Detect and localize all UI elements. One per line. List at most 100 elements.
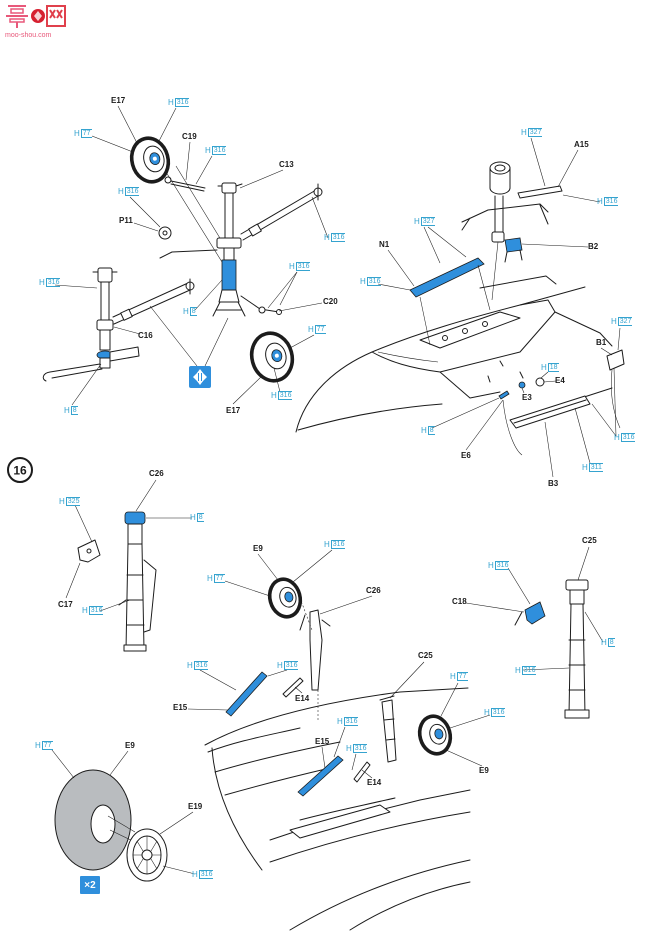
leader-line	[199, 669, 237, 691]
paint-code: 316	[330, 233, 346, 242]
part-label: E14	[295, 694, 310, 703]
leader-line	[99, 599, 131, 612]
leader-line	[584, 611, 604, 643]
paint-prefix: H	[601, 638, 607, 647]
wheel-e17-upper	[129, 136, 171, 184]
wheel-e17-lower	[249, 331, 295, 383]
paint-prefix: H	[414, 217, 420, 226]
part-a15	[517, 185, 563, 199]
leader-line	[117, 105, 139, 146]
leader-line	[239, 169, 284, 189]
wheel-guide-line	[165, 165, 227, 263]
leader-line	[162, 865, 196, 875]
quantity-badge: ×2	[80, 876, 100, 894]
part-label: E15	[173, 703, 188, 712]
part-label: C19	[182, 132, 197, 141]
paint-prefix: H	[421, 426, 427, 435]
leader-line	[377, 283, 411, 291]
part-label: E3	[522, 393, 532, 402]
part-label: A15	[574, 140, 589, 149]
paint-code: 316	[198, 870, 214, 879]
paint-prefix: H	[74, 129, 80, 138]
paint-code: 316	[343, 717, 359, 726]
paint-code: 316	[88, 606, 104, 615]
part-label: E9	[479, 766, 489, 775]
part-label: E4	[555, 376, 565, 385]
paint-code: 77	[456, 672, 468, 681]
paint-prefix: H	[35, 741, 41, 750]
paint-code: 77	[213, 574, 225, 583]
leader-line	[195, 155, 213, 185]
leader-line	[267, 669, 288, 677]
part-label: B2	[588, 242, 599, 251]
part-e14-upper	[282, 677, 304, 698]
paint-prefix: H	[190, 513, 196, 522]
leader-line	[135, 479, 157, 512]
paint-prefix: H	[582, 463, 588, 472]
paint-prefix: H	[192, 870, 198, 879]
leader-line	[591, 403, 617, 437]
leader-line	[445, 749, 483, 767]
leader-line	[54, 284, 98, 289]
part-e3	[518, 381, 526, 389]
paint-prefix: H	[308, 325, 314, 334]
part-label: E14	[367, 778, 382, 787]
leader-line	[522, 667, 570, 671]
logo-glyph-left	[6, 5, 28, 28]
part-b1	[606, 349, 625, 371]
paint-prefix: H	[597, 197, 603, 206]
leader-line	[294, 686, 303, 694]
leader-line	[351, 753, 357, 771]
part-e14-lower	[353, 761, 371, 783]
leader-line	[129, 196, 161, 228]
paint-code: 327	[527, 128, 543, 137]
part-label: C13	[279, 160, 294, 169]
paint-prefix: H	[207, 574, 213, 583]
part-label: C17	[58, 600, 73, 609]
paint-code: 316	[211, 146, 227, 155]
part-c18	[524, 601, 546, 625]
part-label: E17	[111, 96, 126, 105]
leader-line	[543, 380, 557, 383]
paint-prefix: H	[488, 561, 494, 570]
leader-line	[521, 243, 589, 248]
assembly-guide-line	[149, 305, 229, 367]
paint-prefix: H	[521, 128, 527, 137]
paint-prefix: H	[541, 363, 547, 372]
part-label: C25	[582, 536, 597, 545]
leader-line	[279, 271, 298, 306]
cockpit-pins	[487, 360, 524, 383]
paint-code: 77	[41, 741, 53, 750]
paint-prefix: H	[346, 744, 352, 753]
paint-prefix: H	[324, 233, 330, 242]
part-label: E9	[253, 544, 263, 553]
leader-line	[185, 141, 191, 181]
part-label: E6	[461, 451, 471, 460]
leader-line	[617, 327, 621, 351]
leader-line	[91, 135, 134, 153]
leader-line	[521, 387, 525, 394]
paint-code: 327	[617, 317, 633, 326]
leader-line	[540, 371, 549, 379]
leader-line	[157, 107, 177, 144]
paint-code: 316	[521, 666, 537, 675]
paint-prefix: H	[183, 307, 189, 316]
paint-code: 316	[124, 187, 140, 196]
strut-c13	[159, 182, 246, 317]
nose-gear-assembly	[42, 136, 323, 388]
leader-lines	[51, 105, 621, 875]
leader-line	[267, 271, 298, 309]
logo-ball-highlight	[34, 11, 42, 21]
main-gear-strut-c26	[118, 511, 157, 652]
